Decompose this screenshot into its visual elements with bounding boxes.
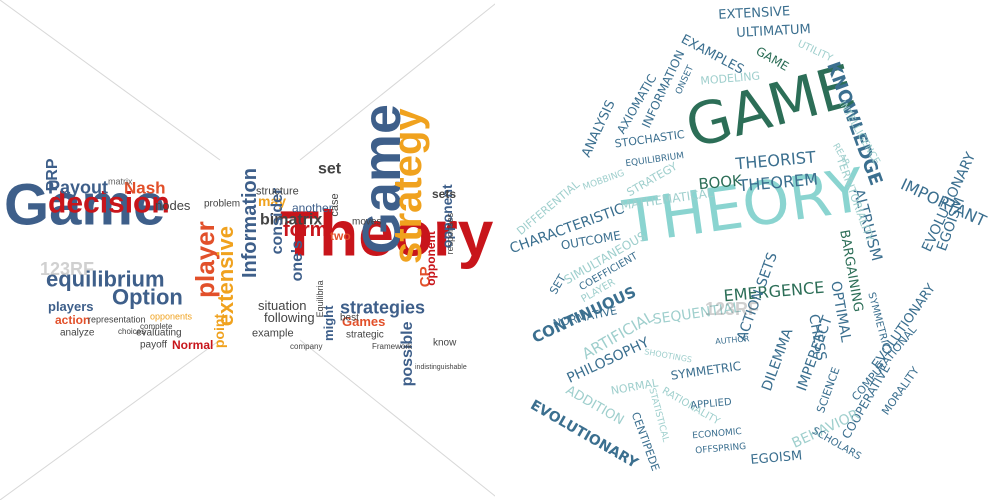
- left-word: complete: [140, 322, 173, 332]
- left-word: possible: [399, 321, 416, 387]
- right-word: SET: [547, 272, 569, 297]
- left-word: Nash: [124, 178, 166, 198]
- left-word: nodes: [155, 197, 191, 213]
- panel-divider: [499, 0, 501, 500]
- right-word: AUTHOR: [714, 334, 750, 347]
- left-word: bimatrix: [260, 211, 323, 229]
- left-word: set: [318, 160, 342, 178]
- left-word: responses: [445, 212, 455, 255]
- left-word: structure: [256, 185, 299, 198]
- left-word: may: [258, 193, 287, 210]
- left-word: problem: [204, 198, 241, 210]
- left-word: decision: [48, 186, 170, 220]
- right-word: ANALYSIS: [579, 97, 619, 160]
- left-word: company: [290, 342, 323, 352]
- left-word: payoff: [140, 339, 168, 351]
- left-word: best: [340, 312, 359, 324]
- left-word: Equilibria: [315, 280, 325, 318]
- right-word: ECONOMIC: [691, 427, 743, 442]
- watermark-logo: 123RF: [40, 259, 95, 279]
- left-word: Games: [342, 313, 386, 329]
- left-word: situation: [258, 297, 307, 313]
- left-word: Payout: [48, 177, 109, 198]
- left-word: another: [292, 200, 333, 215]
- left-word: strategies: [340, 297, 426, 318]
- left-word: representation: [88, 314, 146, 325]
- left-word: one's: [289, 240, 306, 282]
- left-word: Information: [239, 168, 261, 278]
- left-word: evaluating: [136, 327, 182, 339]
- left-word: strategy: [386, 108, 430, 264]
- left-word: PRP: [44, 158, 61, 192]
- left-word: action: [55, 312, 91, 327]
- left-word: Normal: [172, 337, 214, 352]
- left-word: consider: [269, 187, 286, 255]
- left-word: choices: [118, 327, 146, 337]
- left-word: moves: [352, 216, 382, 228]
- left-word: Option: [112, 284, 183, 310]
- left-word: opponents: [150, 311, 193, 322]
- left-word: following: [264, 309, 315, 325]
- right-word: SHOOTINGS: [643, 347, 693, 365]
- left-word: point: [211, 313, 227, 349]
- right-word: DILEMMA: [759, 326, 797, 394]
- left-word: case: [329, 193, 341, 217]
- left-word: indistinguishable: [415, 364, 467, 372]
- right-word: OFFSPRING: [694, 441, 747, 457]
- left-word: matrix: [108, 176, 133, 187]
- left-word: analyze: [60, 327, 95, 339]
- right-word: EVOLUTIONARY: [527, 397, 641, 472]
- left-word: Framework: [372, 342, 413, 352]
- left-word: opponent: [424, 231, 438, 286]
- left-word: form: [283, 219, 328, 241]
- left-word: extensive: [213, 226, 238, 327]
- left-word: sets: [432, 186, 457, 201]
- left-word: players: [48, 298, 94, 314]
- right-word: EXTENSIVE: [717, 4, 791, 23]
- right-word: EGOISM: [749, 448, 803, 468]
- watermark-logo: 123RF: [705, 299, 760, 319]
- left-word: equilibrium: [46, 266, 165, 292]
- left-word: two: [330, 228, 351, 243]
- left-word: strategic: [346, 329, 384, 341]
- right-word: SCIENCE: [814, 365, 843, 415]
- left-word: Theory: [280, 197, 494, 270]
- left-word: Game: [4, 172, 166, 238]
- left-word: know: [433, 337, 457, 349]
- right-word: APPLIED: [689, 396, 733, 412]
- left-word: example: [252, 327, 294, 340]
- right-word: GAME: [753, 43, 792, 74]
- right-word: SYMMETRIC: [669, 358, 742, 383]
